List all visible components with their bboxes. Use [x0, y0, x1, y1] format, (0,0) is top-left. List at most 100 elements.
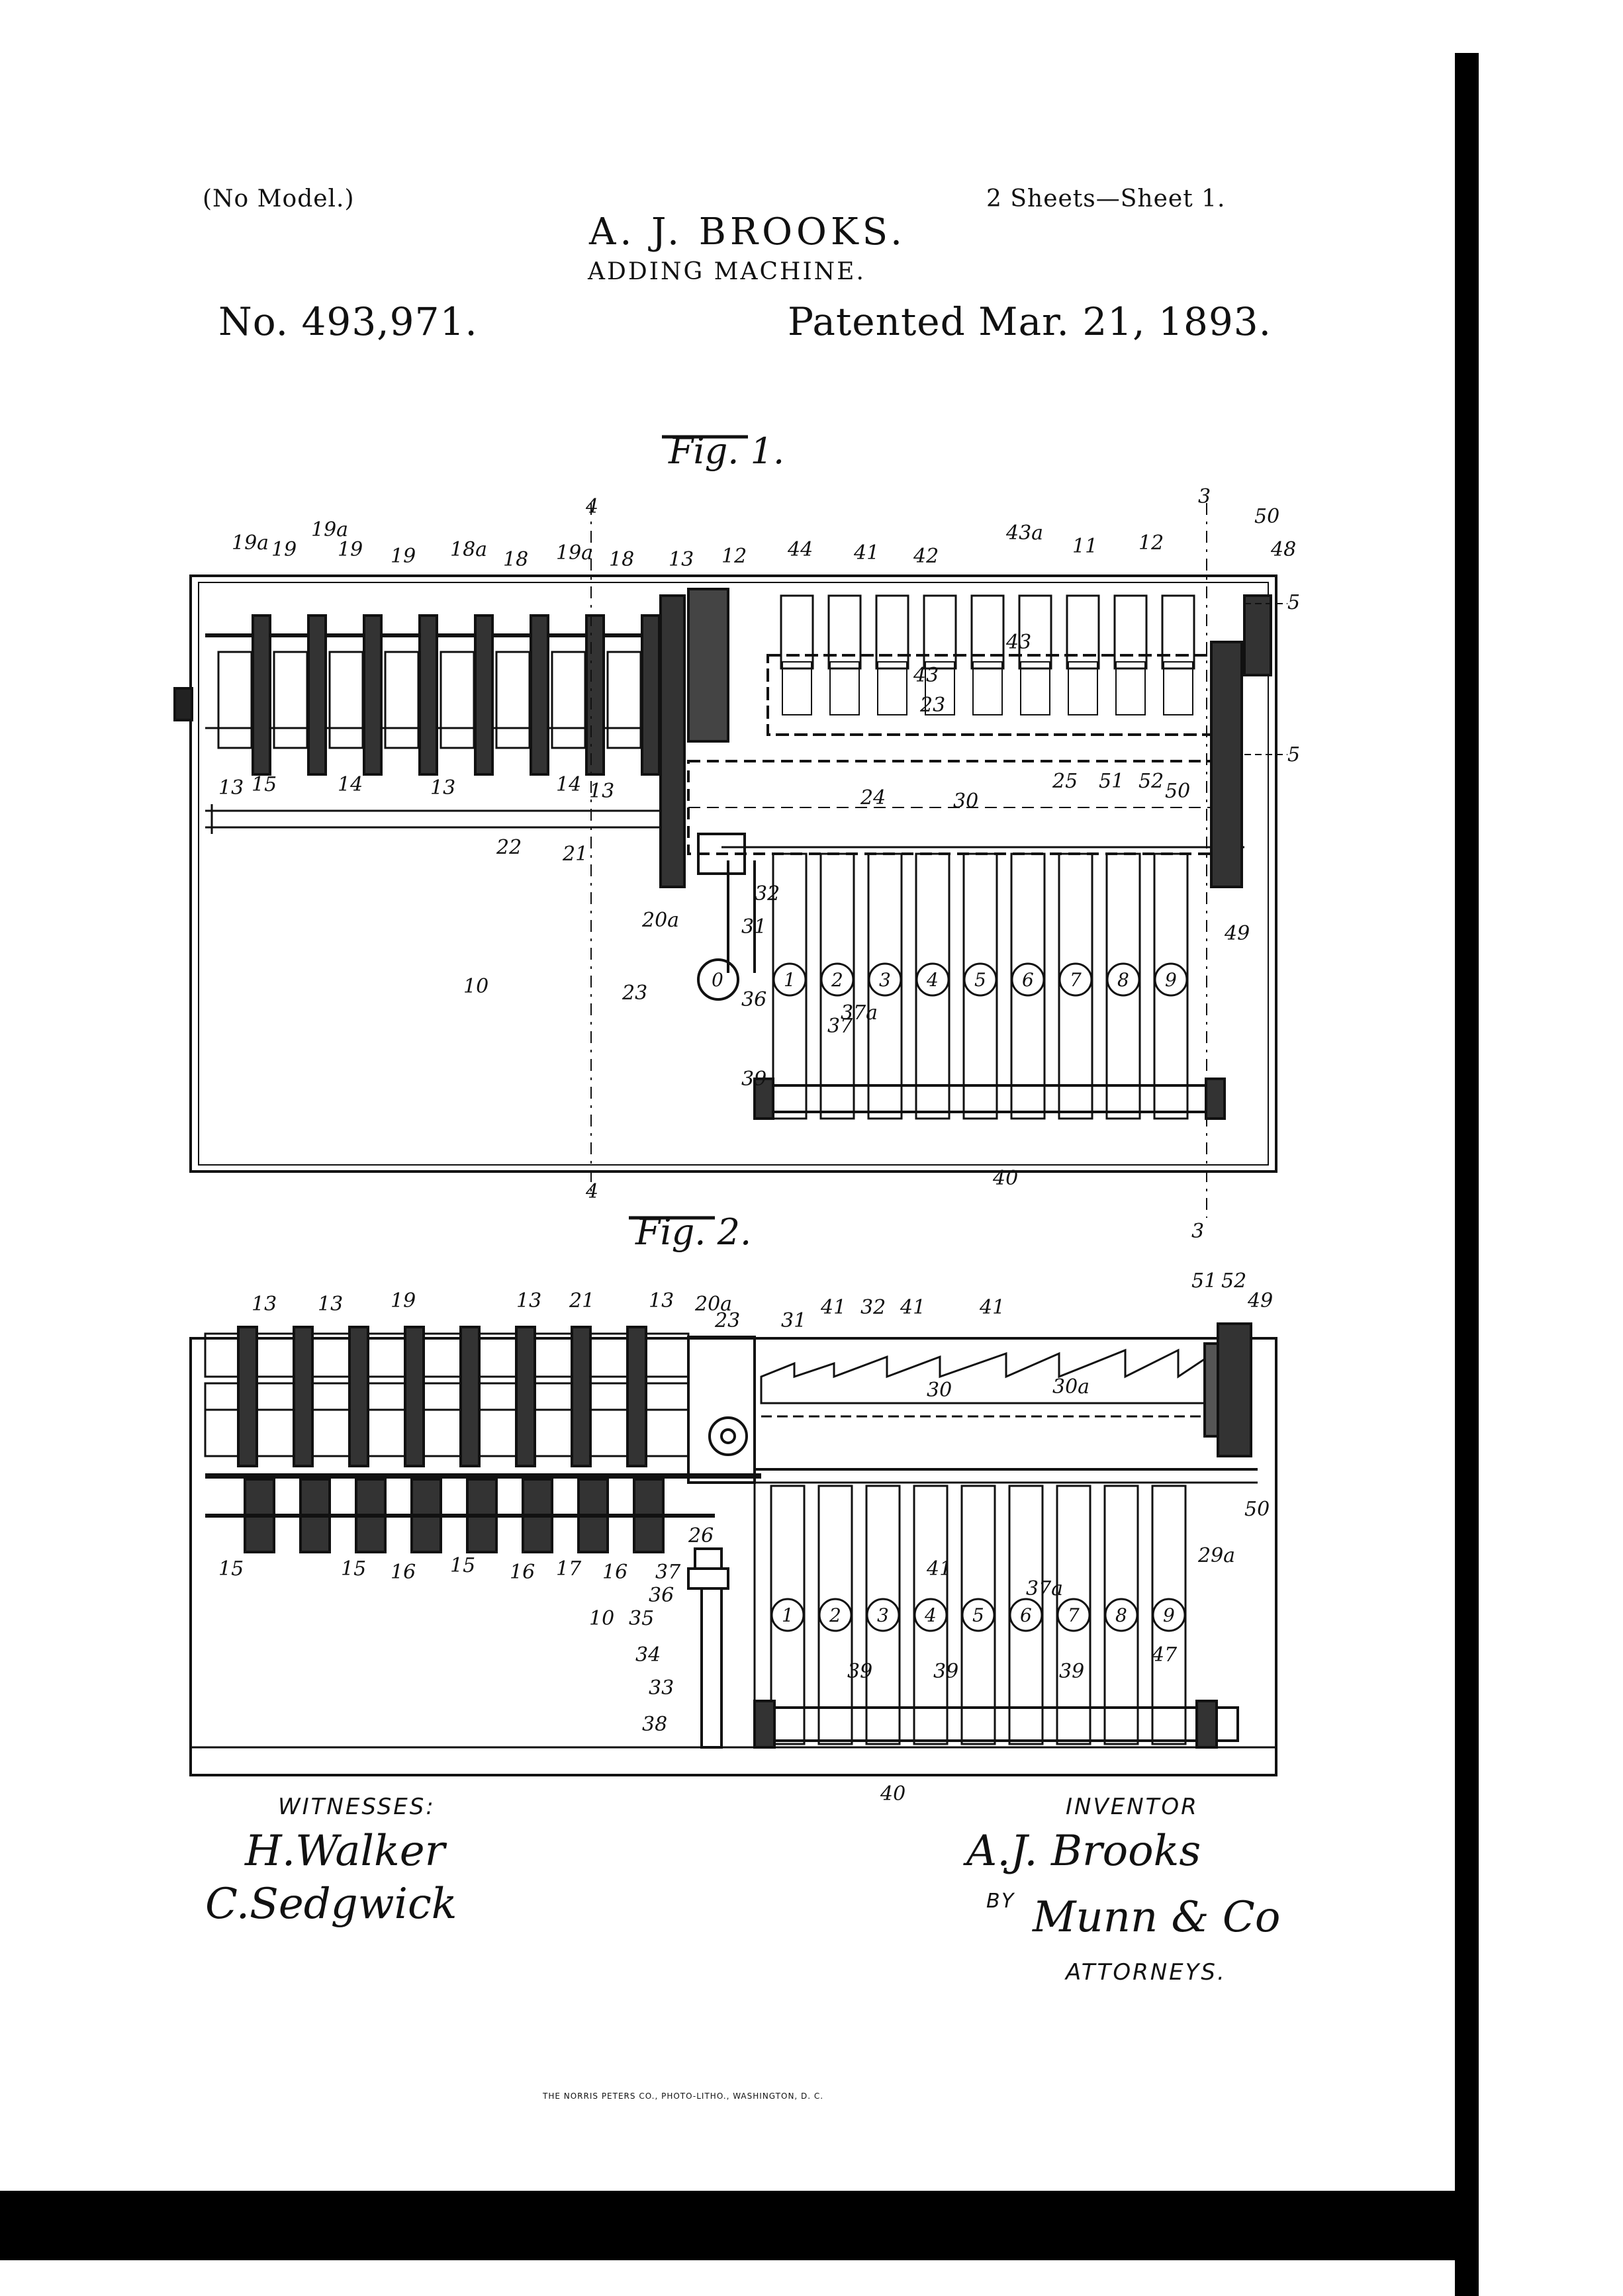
printer-credit: THE NORRIS PETERS CO., PHOTO-LITHO., WAS… — [543, 2091, 824, 2101]
reference-numeral: 19 — [391, 545, 416, 568]
reference-numeral: 24 — [860, 786, 886, 809]
attorney-signature: Munn & Co — [1033, 1893, 1281, 1942]
rack-bar — [1161, 594, 1195, 670]
reference-numeral: 48 — [1270, 538, 1296, 561]
key-number: 7 — [1070, 969, 1082, 991]
fig2-drawing — [189, 1322, 1277, 1776]
key-number: 6 — [1020, 1604, 1032, 1626]
reference-numeral: 19a — [311, 518, 348, 541]
reference-numeral: 18 — [609, 548, 634, 571]
reference-numeral: 13 — [669, 548, 694, 571]
key-button — [868, 962, 902, 997]
reference-numeral: 37 — [827, 1015, 853, 1038]
reference-numeral: 13 — [649, 1289, 674, 1312]
key-lever — [772, 852, 808, 1120]
reference-numeral: 23 — [714, 1309, 740, 1332]
cam — [1115, 661, 1146, 715]
reference-numeral: 42 — [913, 545, 939, 568]
reference-numeral: 49 — [1247, 1289, 1273, 1312]
key-number: 4 — [924, 1604, 937, 1626]
key-button — [963, 962, 997, 997]
reference-numeral: 41 — [900, 1296, 925, 1319]
patent-number: No. 493,971. — [218, 299, 478, 344]
reference-numeral: 14 — [556, 773, 581, 796]
scan-border-right — [1455, 53, 1479, 2296]
reference-numeral: 14 — [338, 773, 363, 796]
key-lever — [1105, 852, 1141, 1120]
reference-numeral: 30a — [1052, 1375, 1090, 1399]
key-number: 7 — [1068, 1604, 1080, 1626]
counter-gear — [571, 1326, 592, 1467]
key-lever — [819, 852, 855, 1120]
reference-numeral: 13 — [430, 776, 455, 800]
key-button — [1154, 962, 1188, 997]
reference-numeral: 5 — [1287, 591, 1300, 614]
key-number: 6 — [1022, 969, 1034, 991]
inventor-name: A. J. BROOKS. — [589, 210, 906, 253]
cam — [1068, 661, 1098, 715]
key-number: 1 — [782, 1604, 794, 1626]
reference-numeral: 43 — [913, 664, 939, 687]
reference-numeral: 20a — [641, 909, 679, 932]
reference-numeral: 15 — [450, 1554, 475, 1577]
reference-numeral: 16 — [391, 1561, 416, 1584]
counter-gear — [252, 614, 271, 776]
reference-numeral: 13 — [252, 1293, 277, 1316]
reference-numeral: 43a — [1005, 522, 1043, 545]
reference-numeral: 41 — [820, 1296, 846, 1319]
reference-numeral: 36 — [649, 1584, 674, 1607]
cam — [829, 661, 860, 715]
key-button — [1058, 962, 1093, 997]
reference-numeral: 13 — [318, 1293, 343, 1316]
rack-bar — [875, 594, 909, 670]
rack-bar — [1066, 594, 1100, 670]
reference-numeral: 51 — [1191, 1269, 1217, 1293]
reference-numeral: 41 — [979, 1296, 1005, 1319]
sheet-number: 2 Sheets—Sheet 1. — [986, 185, 1226, 212]
key-button — [961, 1598, 996, 1632]
reference-numeral: 26 — [688, 1524, 714, 1547]
reference-numeral: 19a — [556, 541, 593, 565]
key-button — [772, 962, 807, 997]
key-button — [770, 1598, 805, 1632]
reference-numeral: 39 — [847, 1660, 872, 1683]
reference-numeral: 18a — [450, 538, 487, 561]
reference-numeral: 3 — [1198, 485, 1211, 508]
reference-numeral: 33 — [649, 1676, 674, 1700]
key-number: 5 — [974, 969, 986, 991]
key-button — [820, 962, 855, 997]
reference-numeral: 31 — [781, 1309, 806, 1332]
counter-gear — [515, 1326, 536, 1467]
reference-numeral: 35 — [629, 1607, 654, 1630]
key-number: 2 — [829, 1604, 841, 1626]
key-number: 2 — [831, 969, 843, 991]
counter-gear — [237, 1326, 258, 1467]
reference-numeral: 4 — [585, 1180, 598, 1203]
key-lever — [1153, 852, 1189, 1120]
cam — [972, 661, 1003, 715]
counter-gear — [626, 1326, 647, 1467]
reference-numeral: 11 — [1072, 535, 1097, 558]
reference-numeral: 15 — [218, 1557, 244, 1581]
reference-numeral: 22 — [496, 836, 522, 859]
cam — [925, 661, 955, 715]
key-number: 9 — [1165, 969, 1177, 991]
reference-numeral: 30 — [953, 790, 978, 813]
counter-wheel — [273, 651, 308, 749]
reference-numeral: 34 — [635, 1643, 661, 1667]
reference-numeral: 44 — [787, 538, 813, 561]
rack-bar — [923, 594, 957, 670]
key-button — [1152, 1598, 1186, 1632]
reference-numeral: 12 — [721, 545, 747, 568]
key-button — [913, 1598, 948, 1632]
counter-gear — [404, 1326, 425, 1467]
reference-numeral: 29a — [1197, 1544, 1235, 1567]
reference-numeral: 50 — [1254, 505, 1279, 528]
counter-wheel — [606, 651, 642, 749]
reference-numeral: 36 — [741, 988, 766, 1011]
key-button — [818, 1598, 853, 1632]
counter-gear — [474, 614, 494, 776]
counter-gear — [585, 614, 605, 776]
reference-numeral: 20a — [694, 1293, 732, 1316]
counter-gear — [459, 1326, 481, 1467]
